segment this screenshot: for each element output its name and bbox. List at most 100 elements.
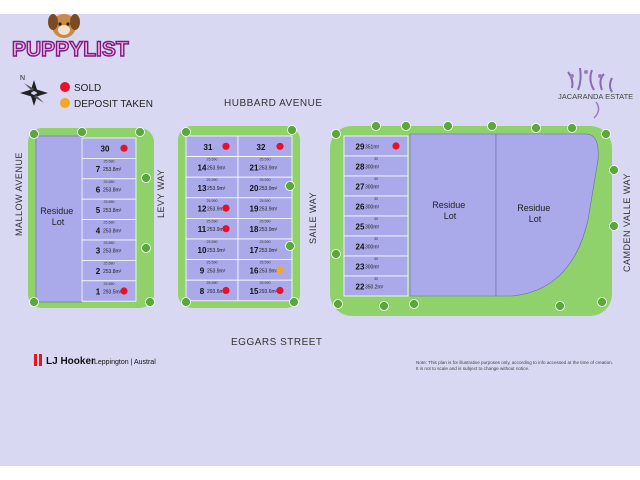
lot-width-label: 25.590 — [260, 178, 271, 182]
residue-label-c1: Residue Lot — [432, 200, 468, 221]
residue-label-c2-line2: Lot — [529, 214, 542, 224]
sold-legend-label: SOLD — [74, 83, 101, 94]
lot-area: 253.9m² — [207, 227, 226, 233]
tree-icon — [141, 243, 151, 253]
lot-width-label: 25.590 — [207, 199, 218, 203]
lot-number: 26 — [356, 203, 365, 212]
lot-number: 11 — [198, 225, 207, 234]
lot-width-label: 25.590 — [207, 240, 218, 244]
agency-logo: LJ Hooker Leppington | Austral — [34, 354, 156, 367]
residue-lot-c2 — [495, 133, 599, 297]
lot-number: 7 — [96, 165, 101, 174]
lot-area: 300m² — [365, 225, 380, 231]
lot-area: 253.9m² — [259, 207, 278, 213]
lot-width-label: 25.580 — [104, 221, 115, 225]
a-lot-30[interactable]: 30 — [81, 137, 137, 159]
lot-number: 17 — [250, 246, 259, 255]
lot-number: 16 — [250, 266, 259, 275]
lot-number: 30 — [101, 145, 110, 154]
lot-number: 27 — [356, 183, 365, 192]
lot-number: 20 — [250, 184, 259, 193]
lot-number: 25 — [356, 223, 365, 232]
tree-icon — [287, 125, 297, 135]
lot-area: 253.9m² — [259, 248, 278, 254]
sold-marker — [222, 142, 230, 150]
lot-area: 300m² — [365, 265, 380, 271]
tree-icon — [487, 121, 497, 131]
lot-width-label: 30 — [374, 217, 378, 221]
b-lot-32[interactable]: 32 — [237, 135, 293, 158]
residue-label-a: Residue Lot — [40, 206, 76, 227]
lot-area: 253.9m² — [207, 207, 226, 213]
tree-icon — [371, 121, 381, 131]
tree-icon — [401, 121, 411, 131]
sold-legend-dot — [60, 82, 70, 92]
lot-width-label: 30 — [374, 177, 378, 181]
tree-icon — [29, 297, 39, 307]
lot-shape — [237, 279, 293, 302]
lot-area: 253.8m² — [103, 188, 122, 194]
tree-icon — [609, 221, 619, 231]
residue-label-a-line1: Residue — [40, 206, 73, 216]
tree-icon — [285, 241, 295, 251]
lot-width-label: 25.590 — [260, 199, 271, 203]
lot-number: 6 — [96, 186, 101, 195]
lot-number: 10 — [198, 246, 207, 255]
lot-width-label: 30 — [374, 237, 378, 241]
north-label: N — [20, 75, 25, 82]
b-lot-31[interactable]: 31 — [185, 135, 239, 158]
sold-marker — [222, 204, 230, 212]
lot-number: 22 — [356, 283, 365, 292]
tree-icon — [141, 173, 151, 183]
lot-width-label: 30 — [374, 257, 378, 261]
lot-width-label: 25.580 — [104, 241, 115, 245]
puppylist-logo: PUPPYLIST — [11, 14, 130, 62]
trees — [29, 121, 619, 311]
lot-area: 253.8m² — [103, 228, 122, 234]
lot-area: 350.2m² — [365, 285, 384, 291]
lot-number: 14 — [198, 163, 207, 172]
lot-area: 253.9m² — [259, 186, 278, 192]
lot-width-label: 25.580 — [104, 282, 115, 286]
lot-width-label: 25.590 — [207, 158, 218, 162]
lot-area: 253.8m² — [103, 167, 122, 173]
tree-icon — [181, 297, 191, 307]
tree-icon — [29, 129, 39, 139]
lot-number: 23 — [356, 263, 365, 272]
residue-label-c1-line1: Residue — [432, 200, 465, 210]
lot-number: 24 — [356, 243, 365, 252]
tree-icon — [333, 299, 343, 309]
tree-icon — [609, 165, 619, 175]
